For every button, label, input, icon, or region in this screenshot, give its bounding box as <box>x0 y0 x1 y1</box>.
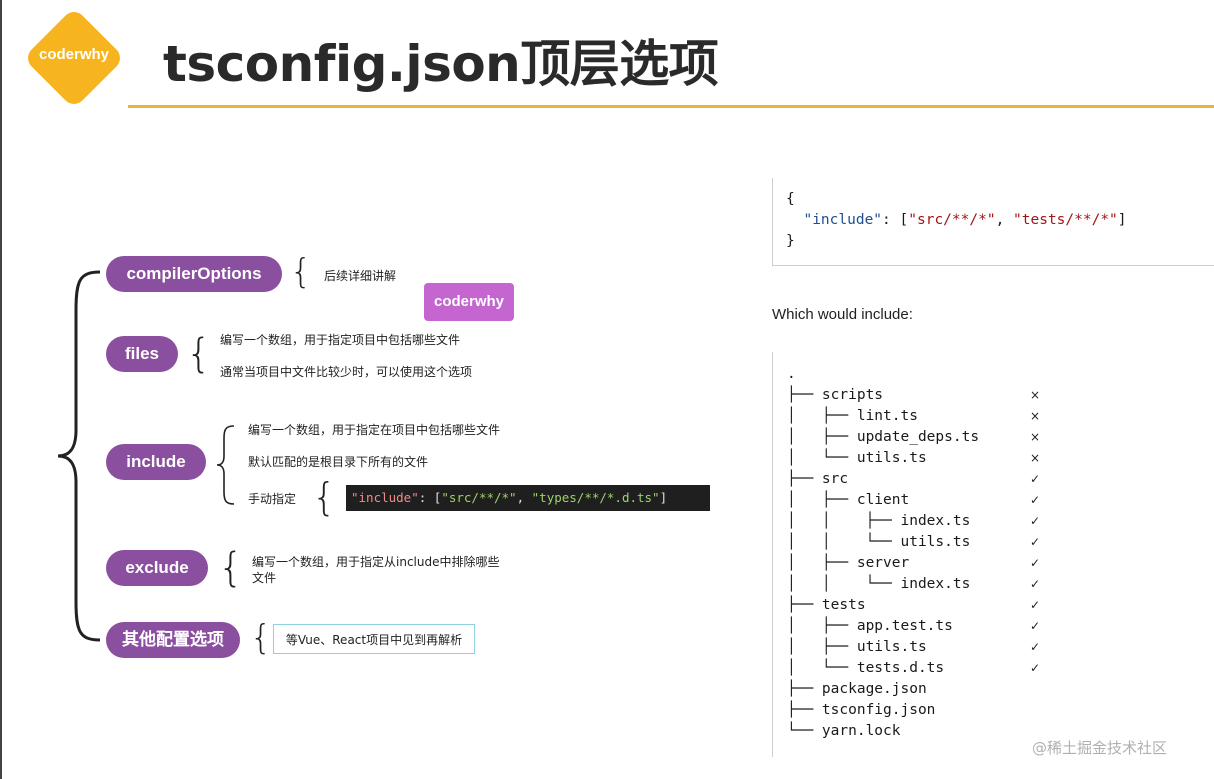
title-divider <box>128 105 1214 108</box>
include-code-snippet: "include": ["src/**/*", "types/**/*.d.ts… <box>346 485 710 511</box>
tree-line: . <box>787 366 796 382</box>
note-files-1: 编写一个数组，用于指定项目中包括哪些文件 <box>220 333 461 347</box>
code-line-close: } <box>786 233 795 249</box>
check-mark-icon: ✓ <box>1030 535 1041 549</box>
note-other-options: 等Vue、React项目中见到再解析 <box>273 624 475 654</box>
note-compiler-options: 后续详细讲解 <box>324 269 397 283</box>
check-mark-icon: ✓ <box>1030 514 1041 528</box>
brace-files: { <box>186 331 212 377</box>
tree-line: │ ├── client <box>787 492 910 508</box>
note-files-2: 通常当项目中文件比较少时，可以使用这个选项 <box>220 365 473 379</box>
tree-line: │ │ └── index.ts <box>787 576 971 592</box>
coderwhy-badge: coderwhy <box>424 283 514 321</box>
page-title: tsconfig.json顶层选项 <box>163 35 719 93</box>
tree-line: │ ├── update_deps.ts <box>787 429 980 445</box>
file-tree-box <box>772 352 1214 757</box>
node-compiler-options: compilerOptions <box>106 256 282 292</box>
logo-text: coderwhy <box>38 46 110 63</box>
tree-line: │ ├── utils.ts <box>787 639 927 655</box>
brace-include <box>216 425 235 505</box>
note-include-1: 编写一个数组，用于指定在项目中包括哪些文件 <box>248 423 501 437</box>
note-exclude-2: 文件 <box>252 571 277 585</box>
check-mark-icon: ✓ <box>1030 472 1041 486</box>
tree-line: │ ├── app.test.ts <box>787 618 953 634</box>
cross-mark-icon: × <box>1030 388 1041 402</box>
code-example-box <box>772 178 1214 266</box>
which-label: Which would include: <box>772 306 913 323</box>
node-other-options: 其他配置选项 <box>106 622 240 658</box>
check-mark-icon: ✓ <box>1030 556 1041 570</box>
check-mark-icon: ✓ <box>1030 577 1041 591</box>
left-border <box>0 0 2 779</box>
node-files: files <box>106 336 178 372</box>
check-mark-icon: ✓ <box>1030 493 1041 507</box>
check-mark-icon: ✓ <box>1030 640 1041 654</box>
cross-mark-icon: × <box>1030 409 1041 423</box>
note-include-3: 手动指定 <box>248 492 297 506</box>
tree-line: ├── tsconfig.json <box>787 702 936 718</box>
code-line-include: "include": ["src/**/*", "tests/**/*"] <box>803 212 1127 228</box>
main-brace <box>57 270 101 642</box>
tree-line: │ └── utils.ts <box>787 450 927 466</box>
note-exclude-1: 编写一个数组，用于指定从include中排除哪些 <box>252 555 500 569</box>
check-mark-icon: ✓ <box>1030 661 1041 675</box>
cross-mark-icon: × <box>1030 430 1041 444</box>
tree-line: ├── scripts <box>787 387 884 403</box>
brace-exclude: { <box>218 545 244 591</box>
tree-line: ├── package.json <box>787 681 927 697</box>
tree-line: ├── src <box>787 471 849 487</box>
brace-other-options: { <box>250 618 272 658</box>
tree-line: │ │ ├── index.ts <box>787 513 971 529</box>
tree-line: │ ├── server <box>787 555 910 571</box>
tree-line: ├── tests <box>787 597 866 613</box>
check-mark-icon: ✓ <box>1030 619 1041 633</box>
tree-line: │ ├── lint.ts <box>787 408 918 424</box>
cross-mark-icon: × <box>1030 451 1041 465</box>
tree-line: │ └── tests.d.ts <box>787 660 945 676</box>
note-include-2: 默认匹配的是根目录下所有的文件 <box>248 455 429 469</box>
code-line-open: { <box>786 191 795 207</box>
watermark: @稀土掘金技术社区 <box>1032 739 1168 757</box>
tree-line: └── yarn.lock <box>787 723 901 739</box>
tree-line: │ │ └── utils.ts <box>787 534 971 550</box>
brace-compiler-options: { <box>290 252 312 292</box>
node-include: include <box>106 444 206 480</box>
check-mark-icon: ✓ <box>1030 598 1041 612</box>
brace-include-manual: { <box>312 475 337 519</box>
node-exclude: exclude <box>106 550 208 586</box>
